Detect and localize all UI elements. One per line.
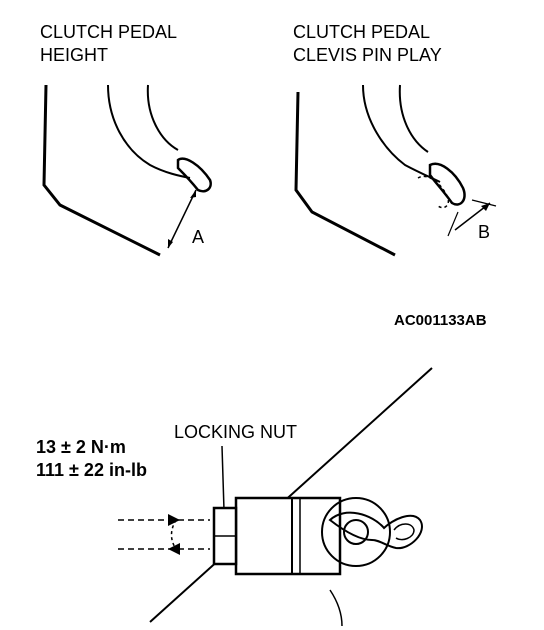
dimension-arrow-b — [481, 203, 490, 211]
figure-code: AC001133AB — [394, 312, 487, 329]
pedal-arm — [107, 84, 191, 179]
dimension-arrow-a-top — [190, 190, 196, 198]
dimension-extension-2 — [471, 199, 497, 207]
switch-body — [234, 496, 342, 576]
torque-spec-metric: 13 ± 2 N·m — [36, 437, 126, 457]
dimension-extension-1 — [447, 211, 459, 237]
pedal-pad — [428, 162, 466, 206]
floor-outline — [42, 84, 161, 257]
locking-nut-label: LOCKING NUT — [174, 422, 297, 442]
dimension-line-a — [167, 189, 197, 249]
torque-rotation-curve — [170, 519, 177, 550]
panel1-title-line1: CLUTCH PEDAL — [40, 22, 177, 42]
panel1-title-line2: HEIGHT — [40, 45, 108, 65]
pedal-pivot-outer — [321, 497, 391, 567]
locking-nut-leader — [221, 445, 225, 511]
floor-outline — [294, 91, 396, 257]
clevis-clip — [328, 511, 423, 550]
dimension-label-b: B — [478, 222, 490, 242]
torque-arrow-upper-head — [168, 514, 180, 526]
pedal-pad — [176, 157, 212, 193]
pedal-arm-inner — [398, 84, 429, 153]
dimension-label-a: A — [192, 227, 204, 247]
pedal-arm-diagonal — [149, 367, 433, 623]
dimension-arrow-a-bottom — [168, 239, 173, 248]
panel2-title-line2: CLEVIS PIN PLAY — [293, 45, 442, 65]
torque-arrow-lower-head — [168, 543, 180, 555]
panel2-title-line1: CLUTCH PEDAL — [293, 22, 430, 42]
torque-spec-imperial: 111 ± 22 in-lb — [36, 460, 147, 480]
pedal-bracket-arc — [329, 589, 343, 627]
pedal-arm — [362, 84, 441, 183]
panel-clevis-pin-play: CLUTCH PEDAL CLEVIS PIN PLAY B — [293, 22, 497, 257]
panel-pedal-height: CLUTCH PEDAL HEIGHT A — [40, 22, 212, 257]
pedal-arm-inner — [146, 84, 179, 151]
panel-locking-nut: LOCKING NUT 13 ± 2 N·m 111 ± 22 in-lb — [36, 367, 433, 627]
clevis-clip-inner — [393, 523, 415, 541]
